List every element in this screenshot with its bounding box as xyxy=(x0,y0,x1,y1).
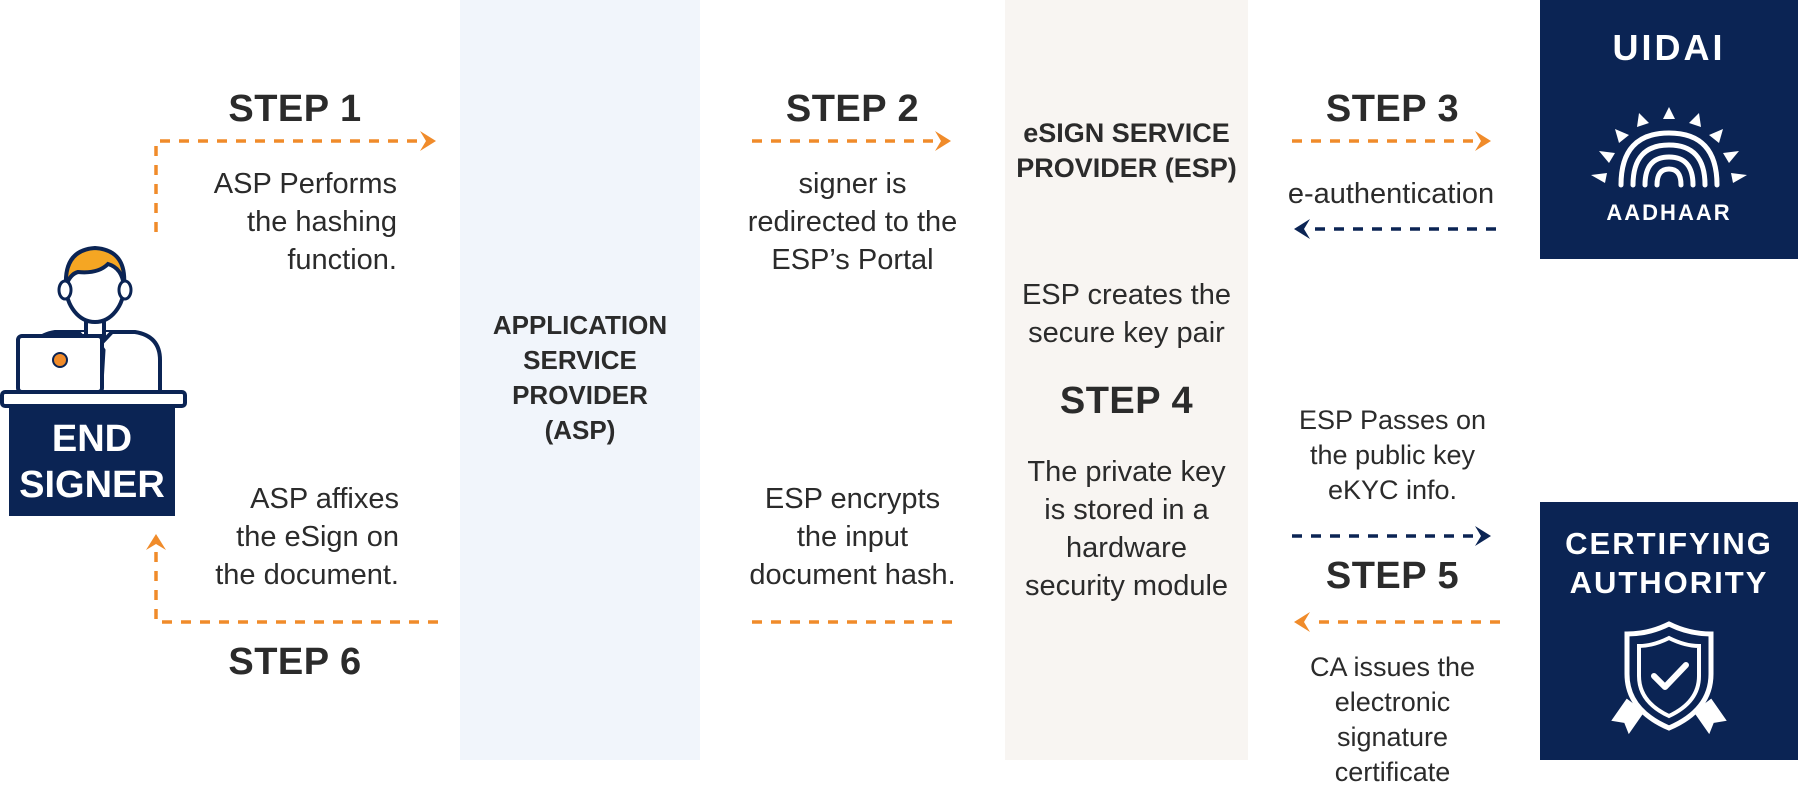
ca-title-line: AUTHORITY xyxy=(1569,565,1769,600)
end-signer-line1: END xyxy=(51,418,133,460)
step2-line: ESP’s Portal xyxy=(771,244,934,276)
uidai-title: UIDAI xyxy=(1612,27,1726,68)
step6-line: the document. xyxy=(215,559,399,591)
user-at-laptop-icon xyxy=(0,245,187,408)
step1-line: the hashing xyxy=(247,206,397,238)
step4-label: STEP 4 xyxy=(1059,380,1194,422)
step4-bottom-line: is stored in a xyxy=(1044,494,1209,526)
step1-line: ASP Performs xyxy=(213,168,397,200)
aadhaar-logo-text: AADHAAR xyxy=(1606,200,1732,225)
step4-bottom-line: security module xyxy=(1024,570,1229,602)
step5-bottom-line: electronic xyxy=(1334,687,1451,717)
asp-title-line: (ASP) xyxy=(544,415,616,445)
step2-description: signer is redirected to the ESP’s Portal xyxy=(720,165,985,279)
arrow-step1-line xyxy=(154,139,425,232)
step1-description: ASP Performs the hashing function. xyxy=(160,165,397,279)
esp-column xyxy=(1005,0,1248,760)
asp-title-line: SERVICE xyxy=(523,345,637,375)
arrowhead-step6 xyxy=(146,534,166,550)
step3-line: e-authentication xyxy=(1287,178,1495,210)
certifying-authority-box: CERTIFYING AUTHORITY xyxy=(1540,502,1798,760)
step3-description: e-authentication xyxy=(1262,175,1520,213)
step5-bottom-description: CA issues the electronic signature certi… xyxy=(1270,650,1515,790)
step4-top-line: ESP creates the xyxy=(1021,279,1232,311)
step3-label: STEP 3 xyxy=(1325,88,1460,130)
esp-title-line: PROVIDER (ESP) xyxy=(1016,153,1237,183)
asp-title: APPLICATION SERVICE PROVIDER (ASP) xyxy=(460,308,700,448)
step4-top-line: secure key pair xyxy=(1028,317,1225,349)
step2-line: redirected to the xyxy=(747,206,958,238)
step2-label: STEP 2 xyxy=(785,88,920,130)
arrowhead-step5-return xyxy=(1294,612,1310,632)
esp-title-line: eSIGN SERVICE xyxy=(1023,118,1230,148)
step5-top-line: the public key xyxy=(1309,440,1476,470)
step1-line: function. xyxy=(287,244,397,276)
esp-title: eSIGN SERVICE PROVIDER (ESP) xyxy=(1005,116,1248,186)
shield-check-badge-icon xyxy=(1611,621,1727,735)
arrowhead-step3 xyxy=(1475,131,1491,151)
arrow-step6-line xyxy=(154,548,438,624)
step5-bottom-line: certificate xyxy=(1334,757,1451,787)
end-signer-line2: SIGNER xyxy=(19,464,165,506)
asp-title-line: PROVIDER xyxy=(512,380,648,410)
esp-encrypt-line: ESP encrypts xyxy=(764,483,941,515)
step5-top-line: ESP Passes on xyxy=(1298,405,1487,435)
ca-title: CERTIFYING AUTHORITY xyxy=(1540,524,1798,602)
step4-top-description: ESP creates the secure key pair xyxy=(1005,276,1248,352)
esp-encrypt-line: document hash. xyxy=(749,559,956,591)
end-signer-box: END SIGNER xyxy=(9,406,175,516)
ca-title-line: CERTIFYING xyxy=(1565,526,1773,561)
arrowhead-step2 xyxy=(935,131,951,151)
step6-label: STEP 6 xyxy=(228,641,362,683)
step5-bottom-line: signature xyxy=(1336,722,1449,752)
step5-top-description: ESP Passes on the public key eKYC info. xyxy=(1270,403,1515,508)
step4-bottom-description: The private key is stored in a hardware … xyxy=(1000,453,1253,605)
step6-line: the eSign on xyxy=(236,521,399,553)
step5-bottom-line: CA issues the xyxy=(1309,652,1476,682)
aadhaar-fingerprint-sun-icon xyxy=(1591,107,1747,188)
asp-title-line: APPLICATION xyxy=(492,310,668,340)
esp-encrypt-description: ESP encrypts the input document hash. xyxy=(720,480,985,594)
step1-label: STEP 1 xyxy=(228,88,362,130)
uidai-box: UIDAI AADHAAR xyxy=(1540,0,1798,259)
step5-top-line: eKYC info. xyxy=(1327,475,1458,505)
esp-encrypt-line: the input xyxy=(796,521,909,553)
arrowhead-step1 xyxy=(420,131,436,151)
step5-label: STEP 5 xyxy=(1325,555,1460,597)
arrowhead-step5 xyxy=(1475,526,1491,546)
asp-column xyxy=(460,0,700,760)
step6-description: ASP affixes the eSign on the document. xyxy=(160,480,399,594)
arrowhead-step3-return xyxy=(1294,219,1310,239)
step4-bottom-line: The private key xyxy=(1027,456,1226,488)
step2-line: signer is xyxy=(798,168,907,200)
step6-line: ASP affixes xyxy=(250,483,399,515)
step4-bottom-line: hardware xyxy=(1066,532,1187,564)
